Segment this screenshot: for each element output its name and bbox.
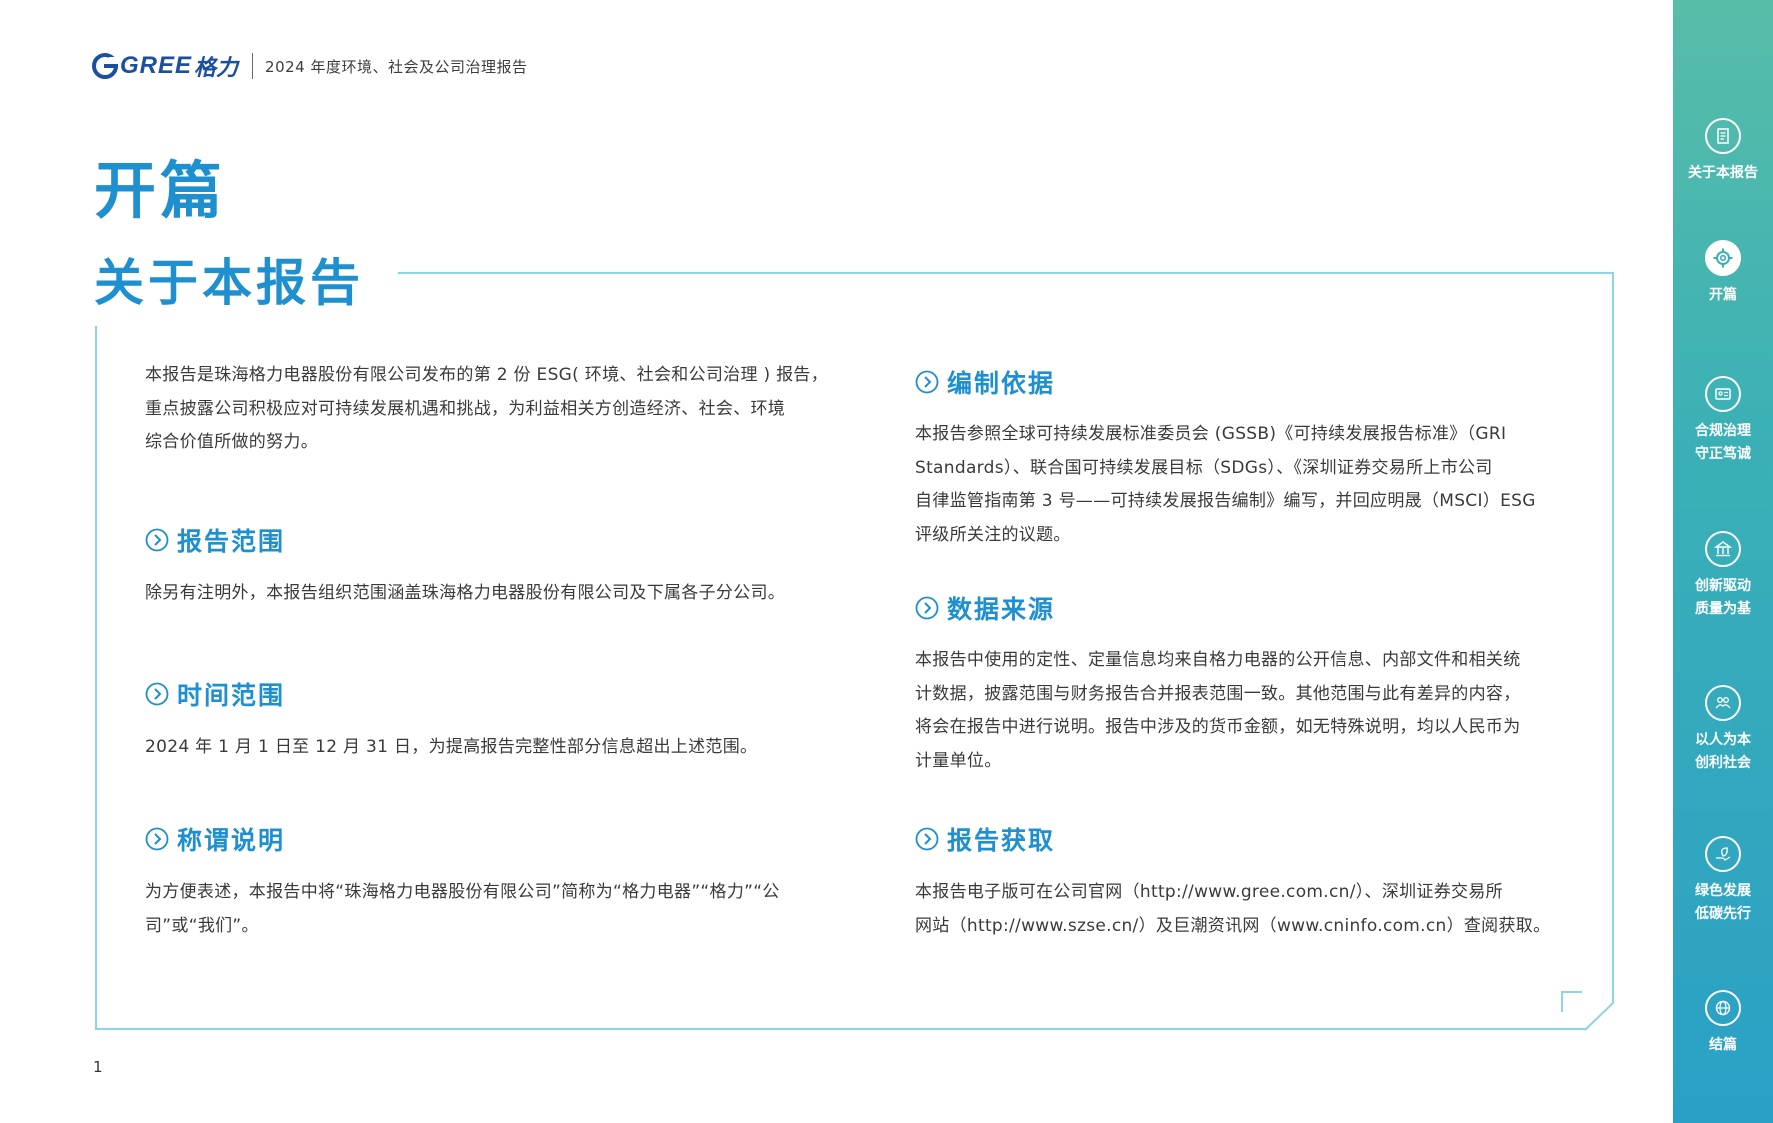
text-line: 本报告是珠海格力电器股份有限公司发布的第 2 份 ESG( 环境、社会和公司治理… [145, 365, 829, 385]
leaf-hand-icon [1705, 836, 1741, 872]
heading-text: 报告获取 [947, 826, 1056, 855]
chevron-circle-icon [145, 528, 169, 552]
heading-text: 时间范围 [177, 681, 286, 710]
access-paragraph: 本报告电子版可在公司官网（http://www.gree.com.cn/）、深圳… [915, 876, 1615, 943]
text-line: 2024 年 1 月 1 日至 12 月 31 日，为提高报告完整性部分信息超出… [145, 737, 758, 757]
chevron-circle-icon [145, 682, 169, 706]
sidebar-item-innovation-quality[interactable]: 创新驱动 质量为基 [1673, 531, 1773, 621]
data-source-paragraph: 本报告中使用的定性、定量信息均来自格力电器的公开信息、内部文件和相关统 计数据，… [915, 644, 1615, 778]
text-line: 重点披露公司积极应对可持续发展机遇和挑战，为利益相关方创造经济、社会、环境 [145, 398, 786, 419]
sidebar-item-label: 创新驱动 质量为基 [1695, 578, 1751, 617]
heading-data-source: 数据来源 [915, 590, 1055, 626]
basis-paragraph: 本报告参照全球可持续发展标准委员会 (GSSB)《可持续发展报告标准》（GRI … [915, 418, 1615, 552]
sidebar-item-label: 开篇 [1709, 287, 1737, 303]
chapter-title: 开篇 [94, 154, 227, 227]
section-title: 关于本报告 [94, 254, 364, 312]
text-line: 计量单位。 [915, 750, 1002, 771]
text-line: 将会在报告中进行说明。报告中涉及的货币金额，如无特殊说明，均以人民币为 [915, 717, 1521, 737]
heading-text: 编制依据 [947, 369, 1056, 398]
intro-paragraph: 本报告是珠海格力电器股份有限公司发布的第 2 份 ESG( 环境、社会和公司治理… [145, 359, 845, 460]
heading-compilation-basis: 编制依据 [915, 364, 1055, 400]
frame-line-left [95, 326, 97, 1030]
heading-report-scope: 报告范围 [145, 522, 285, 558]
report-title: 2024 年度环境、社会及公司治理报告 [265, 57, 528, 76]
chevron-circle-icon [915, 370, 939, 394]
frame-line-top [398, 272, 1614, 274]
chevron-circle-icon [915, 596, 939, 620]
text-line: 本报告电子版可在公司官网（http://www.gree.com.cn/）、深圳… [915, 882, 1503, 902]
terms-paragraph: 为方便表述，本报告中将“珠海格力电器股份有限公司”简称为“格力电器”“格力”“公… [145, 876, 865, 943]
heading-text: 称谓说明 [177, 826, 286, 855]
text-line: 除另有注明外，本报告组织范围涵盖珠海格力电器股份有限公司及下属各子分公司。 [145, 583, 786, 603]
gree-logo-mark [92, 53, 118, 79]
heading-time-scope: 时间范围 [145, 676, 285, 712]
text-line: 自律监管指南第 3 号——可持续发展报告编制》编写，并回应明晟（MSCI）ESG [915, 491, 1536, 511]
people-icon [1705, 685, 1741, 721]
sidebar-item-green-development[interactable]: 绿色发展 低碳先行 [1673, 836, 1773, 926]
text-line: 本报告中使用的定性、定量信息均来自格力电器的公开信息、内部文件和相关统 [915, 650, 1521, 670]
sidebar-item-label: 关于本报告 [1688, 165, 1758, 181]
gear-icon [1705, 240, 1741, 276]
frame-line-right [1612, 272, 1614, 1002]
text-line: 本报告参照全球可持续发展标准委员会 (GSSB)《可持续发展报告标准》（GRI [915, 424, 1507, 444]
chevron-circle-icon [145, 827, 169, 851]
sidebar-item-label: 绿色发展 低碳先行 [1695, 883, 1751, 922]
text-line: 司”或“我们”。 [145, 915, 259, 936]
sidebar-item-people-society[interactable]: 以人为本 创利社会 [1673, 685, 1773, 775]
page-number: 1 [93, 1058, 103, 1076]
sidebar-item-opening[interactable]: 开篇 [1673, 240, 1773, 307]
text-line: 为方便表述，本报告中将“珠海格力电器股份有限公司”简称为“格力电器”“格力”“公 [145, 882, 780, 902]
text-line: 计数据，披露范围与财务报告合并报表范围一致。其他范围与此有差异的内容， [915, 683, 1521, 704]
time-scope-paragraph: 2024 年 1 月 1 日至 12 月 31 日，为提高报告完整性部分信息超出… [145, 731, 865, 765]
logo-chinese-text: 格力 [194, 55, 239, 81]
frame-line-bottom [95, 1028, 1585, 1030]
chapter-sidebar: 关于本报告 开篇 合规治理 [1673, 0, 1773, 1123]
sidebar-item-about-report[interactable]: 关于本报告 [1673, 118, 1773, 185]
sidebar-item-label: 结篇 [1709, 1037, 1737, 1053]
text-line: Standards）、联合国可持续发展目标（SDGs）、《深圳证券交易所上市公司 [915, 457, 1493, 478]
sidebar-item-label: 合规治理 守正笃诚 [1695, 423, 1751, 462]
heading-text: 报告范围 [177, 527, 286, 556]
heading-text: 数据来源 [947, 595, 1056, 624]
heading-terms: 称谓说明 [145, 821, 285, 857]
gree-logo: GREE 格力 [92, 52, 239, 81]
sidebar-item-conclusion[interactable]: 结篇 [1673, 990, 1773, 1057]
logo-text: GREE [120, 52, 193, 79]
heading-report-access: 报告获取 [915, 821, 1055, 857]
text-line: 评级所关注的议题。 [915, 524, 1071, 545]
header-divider [252, 53, 254, 79]
page-header: GREE 格力 2024 年度环境、社会及公司治理报告 [92, 50, 527, 82]
sidebar-item-compliance-governance[interactable]: 合规治理 守正笃诚 [1673, 376, 1773, 466]
text-line: 综合价值所做的努力。 [145, 432, 318, 452]
id-card-icon [1705, 376, 1741, 412]
sidebar-item-label: 以人为本 创利社会 [1695, 732, 1751, 771]
scope-paragraph: 除另有注明外，本报告组织范围涵盖珠海格力电器股份有限公司及下属各子分公司。 [145, 577, 865, 611]
frame-folded-corner [1561, 991, 1615, 1031]
globe-icon [1705, 990, 1741, 1026]
chevron-circle-icon [915, 827, 939, 851]
building-icon [1705, 531, 1741, 567]
text-line: 网站（http://www.szse.cn/）及巨潮资讯网（www.cninfo… [915, 915, 1551, 936]
report-icon [1705, 118, 1741, 154]
